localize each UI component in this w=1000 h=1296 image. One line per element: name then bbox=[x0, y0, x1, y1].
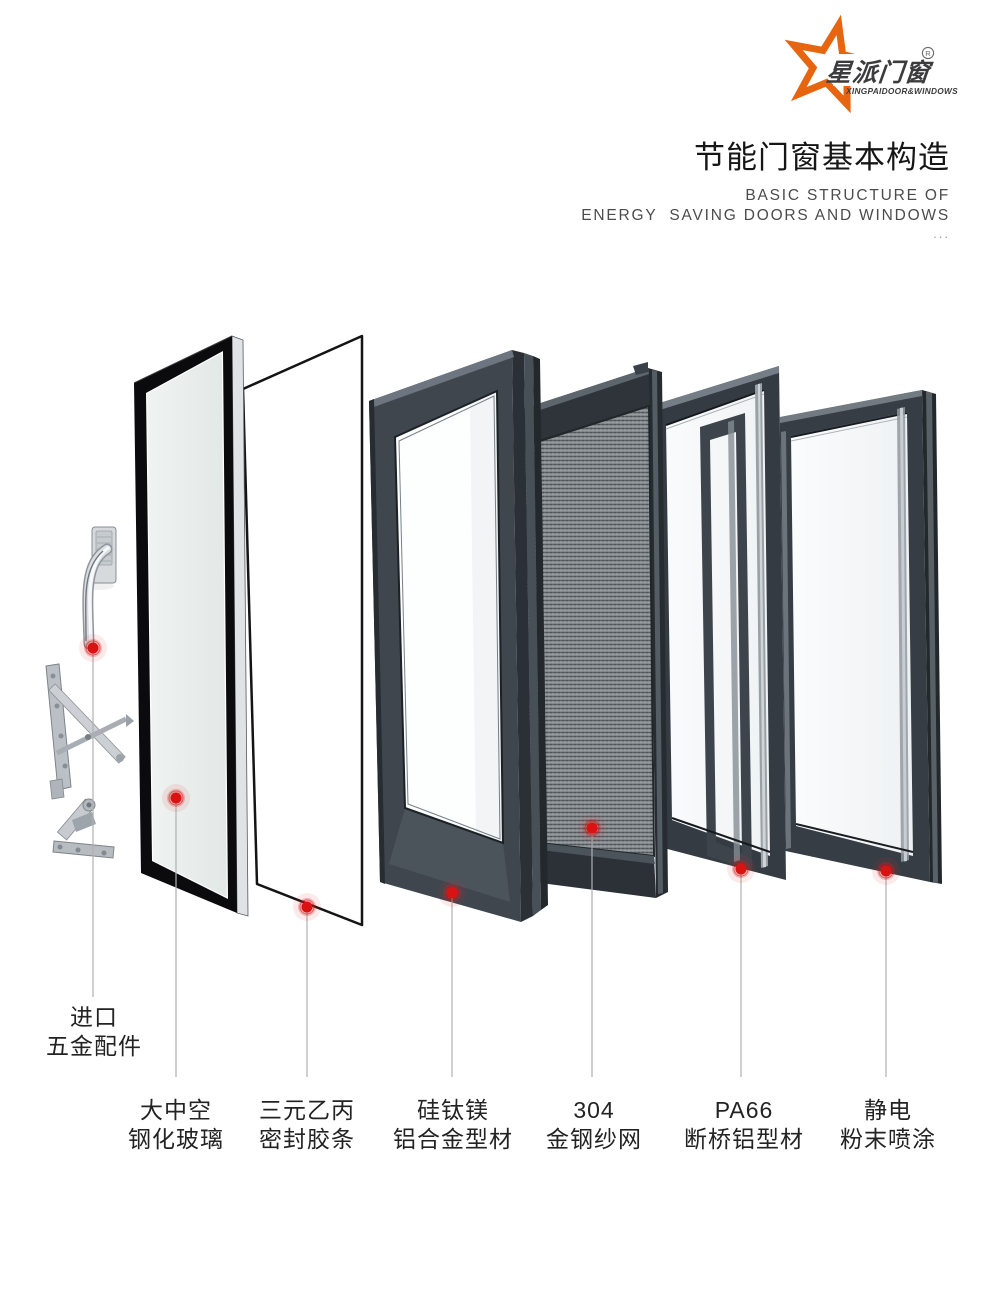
thermal-break-frame-illustration bbox=[650, 366, 786, 880]
insulated-glass-illustration bbox=[133, 335, 249, 917]
callout-dot bbox=[872, 857, 900, 885]
callout-dot bbox=[578, 814, 606, 842]
callout-dot bbox=[438, 879, 466, 907]
logo-graphic: 星派门窗 XINGPAIDOOR&WINDOWS R bbox=[784, 14, 958, 114]
brand-name-cn: 星派门窗 bbox=[825, 59, 935, 87]
registered-trademark-icon: R bbox=[921, 46, 935, 60]
logo-text-backdrop bbox=[833, 54, 955, 86]
callout-dot bbox=[162, 784, 190, 812]
callout-dot bbox=[727, 855, 755, 883]
hardware-illustration bbox=[45, 526, 134, 859]
page-title: 节能门窗基本构造 bbox=[694, 140, 950, 175]
title-block: 节能门窗基本构造 BASIC STRUCTURE OF ENERGY SAVIN… bbox=[581, 132, 950, 240]
leader-lines bbox=[92, 652, 887, 1077]
svg-text:R: R bbox=[925, 49, 931, 58]
alloy-profile-frame-illustration bbox=[369, 350, 548, 922]
brand-logo: 星派门窗 XINGPAIDOOR&WINDOWS R bbox=[783, 10, 973, 122]
brand-name-en: XINGPAIDOOR&WINDOWS bbox=[845, 86, 958, 96]
page-subtitle-line2: ENERGY SAVING DOORS AND WINDOWS bbox=[581, 207, 950, 224]
epdm-seal-panel-illustration bbox=[241, 334, 364, 927]
callout-dot bbox=[79, 634, 107, 662]
powder-coated-frame-illustration bbox=[775, 390, 942, 884]
callout-dots bbox=[79, 634, 900, 921]
subtitle-ellipsis: ... bbox=[933, 226, 950, 241]
page-subtitle-line1: BASIC STRUCTURE OF bbox=[745, 187, 950, 204]
callout-dot bbox=[293, 893, 321, 921]
